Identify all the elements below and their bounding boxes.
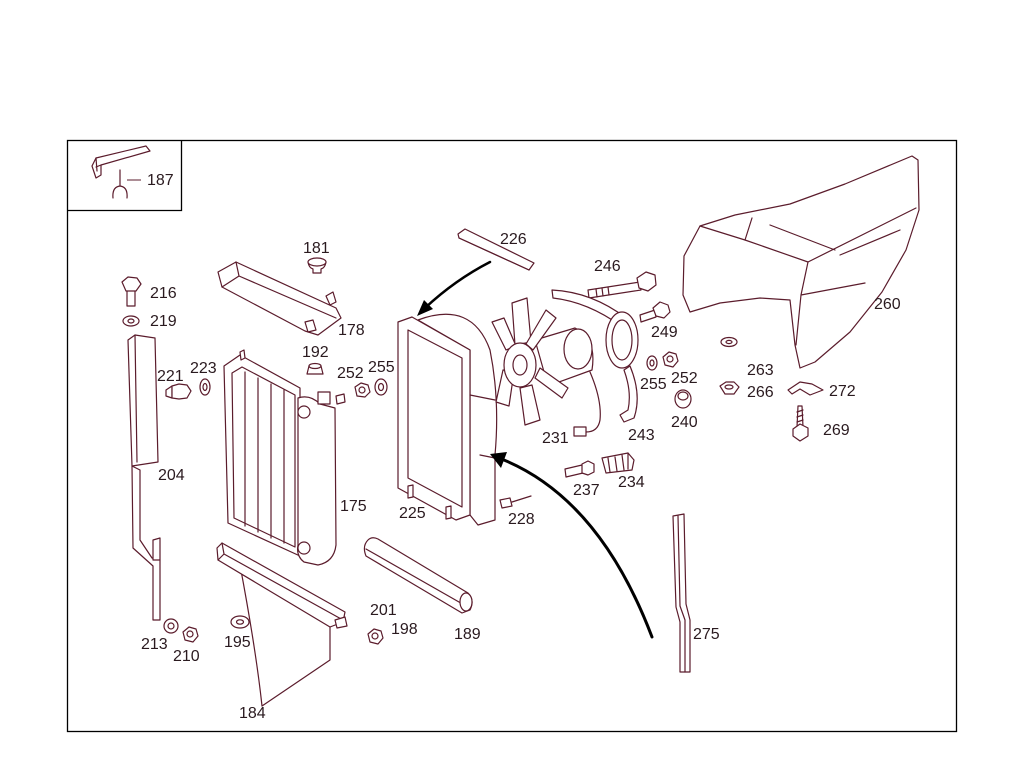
- nut-266-part: [719, 381, 740, 395]
- label-side-bracket: 204: [158, 467, 185, 484]
- label-radiator-nut: 252: [337, 365, 364, 382]
- side-washer-part: [163, 618, 179, 634]
- fan-nut-part: [662, 351, 679, 368]
- connector-part: [601, 452, 635, 474]
- label-grommet: 240: [671, 414, 698, 431]
- label-fan-bolt: 249: [651, 324, 678, 341]
- fan-bracket-part: [551, 289, 639, 423]
- side-nut-part: [182, 626, 199, 643]
- radiator-part: [223, 349, 346, 566]
- label-side-strip: 275: [693, 626, 720, 643]
- lower-washer-part: [230, 615, 250, 629]
- label-lower-bolt: 201: [370, 602, 397, 619]
- label-sensor-washer: 223: [190, 360, 217, 377]
- label-drain-plug: 192: [302, 344, 329, 361]
- air-duct-part: [682, 155, 920, 369]
- side-bracket-part: [127, 334, 161, 621]
- lower-seal-bar-part: [363, 537, 473, 614]
- diagram-frame: [66, 139, 958, 733]
- air-deflector-part: [216, 542, 346, 707]
- lower-nut-part: [367, 628, 384, 645]
- upper-seal-strip-part: [457, 228, 535, 271]
- label-connector-bolt: 237: [573, 482, 600, 499]
- inset-clip-part: [91, 145, 151, 199]
- fan-washer-part: [646, 355, 658, 371]
- label-side-washer: 213: [141, 636, 168, 653]
- bracket-bolt-part: [121, 276, 142, 307]
- connector-bolt-part: [564, 460, 595, 478]
- inset-box: [67, 140, 183, 212]
- label-bracket-washer: 219: [150, 313, 177, 330]
- label-lower-washer: 195: [224, 634, 251, 651]
- long-bolt-part: [587, 271, 657, 299]
- bracket-washer-part: [122, 315, 140, 327]
- label-fan-bracket: 243: [628, 427, 655, 444]
- label-screw-269: 269: [823, 422, 850, 439]
- label-push-pin: 228: [508, 511, 535, 528]
- radiator-nut-part: [354, 382, 371, 398]
- side-strip-part: [672, 513, 691, 673]
- fan-shroud-part: [397, 313, 498, 526]
- label-air-duct: 260: [874, 296, 901, 313]
- lower-bolt-part: [334, 616, 348, 629]
- label-side-nut: 210: [173, 648, 200, 665]
- label-upper-seal-strip: 226: [500, 231, 527, 248]
- label-fan-nut: 252: [671, 370, 698, 387]
- washer-263-part: [720, 336, 738, 348]
- radiator-washer-part: [374, 378, 388, 396]
- label-air-deflector: 184: [239, 705, 266, 722]
- label-fan-motor: 231: [542, 430, 569, 447]
- sensor-washer-part: [199, 378, 211, 396]
- label-lower-seal-bar: 189: [454, 626, 481, 643]
- label-radiator-washer: 255: [368, 359, 395, 376]
- fan-motor-part: [491, 297, 601, 437]
- label-upper-bracket: 178: [338, 322, 365, 339]
- assembly-arrow-upper: [417, 260, 492, 316]
- label-radiator: 175: [340, 498, 367, 515]
- screw-269-part: [792, 405, 809, 442]
- push-pin-part: [499, 495, 532, 509]
- label-nut-266: 266: [747, 384, 774, 401]
- label-washer-263: 263: [747, 362, 774, 379]
- label-cap: 181: [303, 240, 330, 257]
- label-long-bolt: 246: [594, 258, 621, 275]
- label-lower-nut: 198: [391, 621, 418, 638]
- label-fan-washer: 255: [640, 376, 667, 393]
- grommet-part: [674, 389, 692, 409]
- temp-sensor-part: [165, 383, 192, 400]
- fan-bolt-part: [639, 301, 671, 323]
- upper-bracket-part: [217, 261, 342, 336]
- drain-plug-part: [306, 362, 324, 375]
- label-connector: 234: [618, 474, 645, 491]
- clip-272-part: [787, 381, 824, 396]
- label-fan-shroud: 225: [399, 505, 426, 522]
- label-inset-clip: 187: [147, 172, 174, 189]
- label-bracket-bolt: 216: [150, 285, 177, 302]
- assembly-arrow-lower: [490, 452, 654, 639]
- label-temp-sensor: 221: [157, 368, 184, 385]
- cap-part: [307, 257, 327, 274]
- label-clip-272: 272: [829, 383, 856, 400]
